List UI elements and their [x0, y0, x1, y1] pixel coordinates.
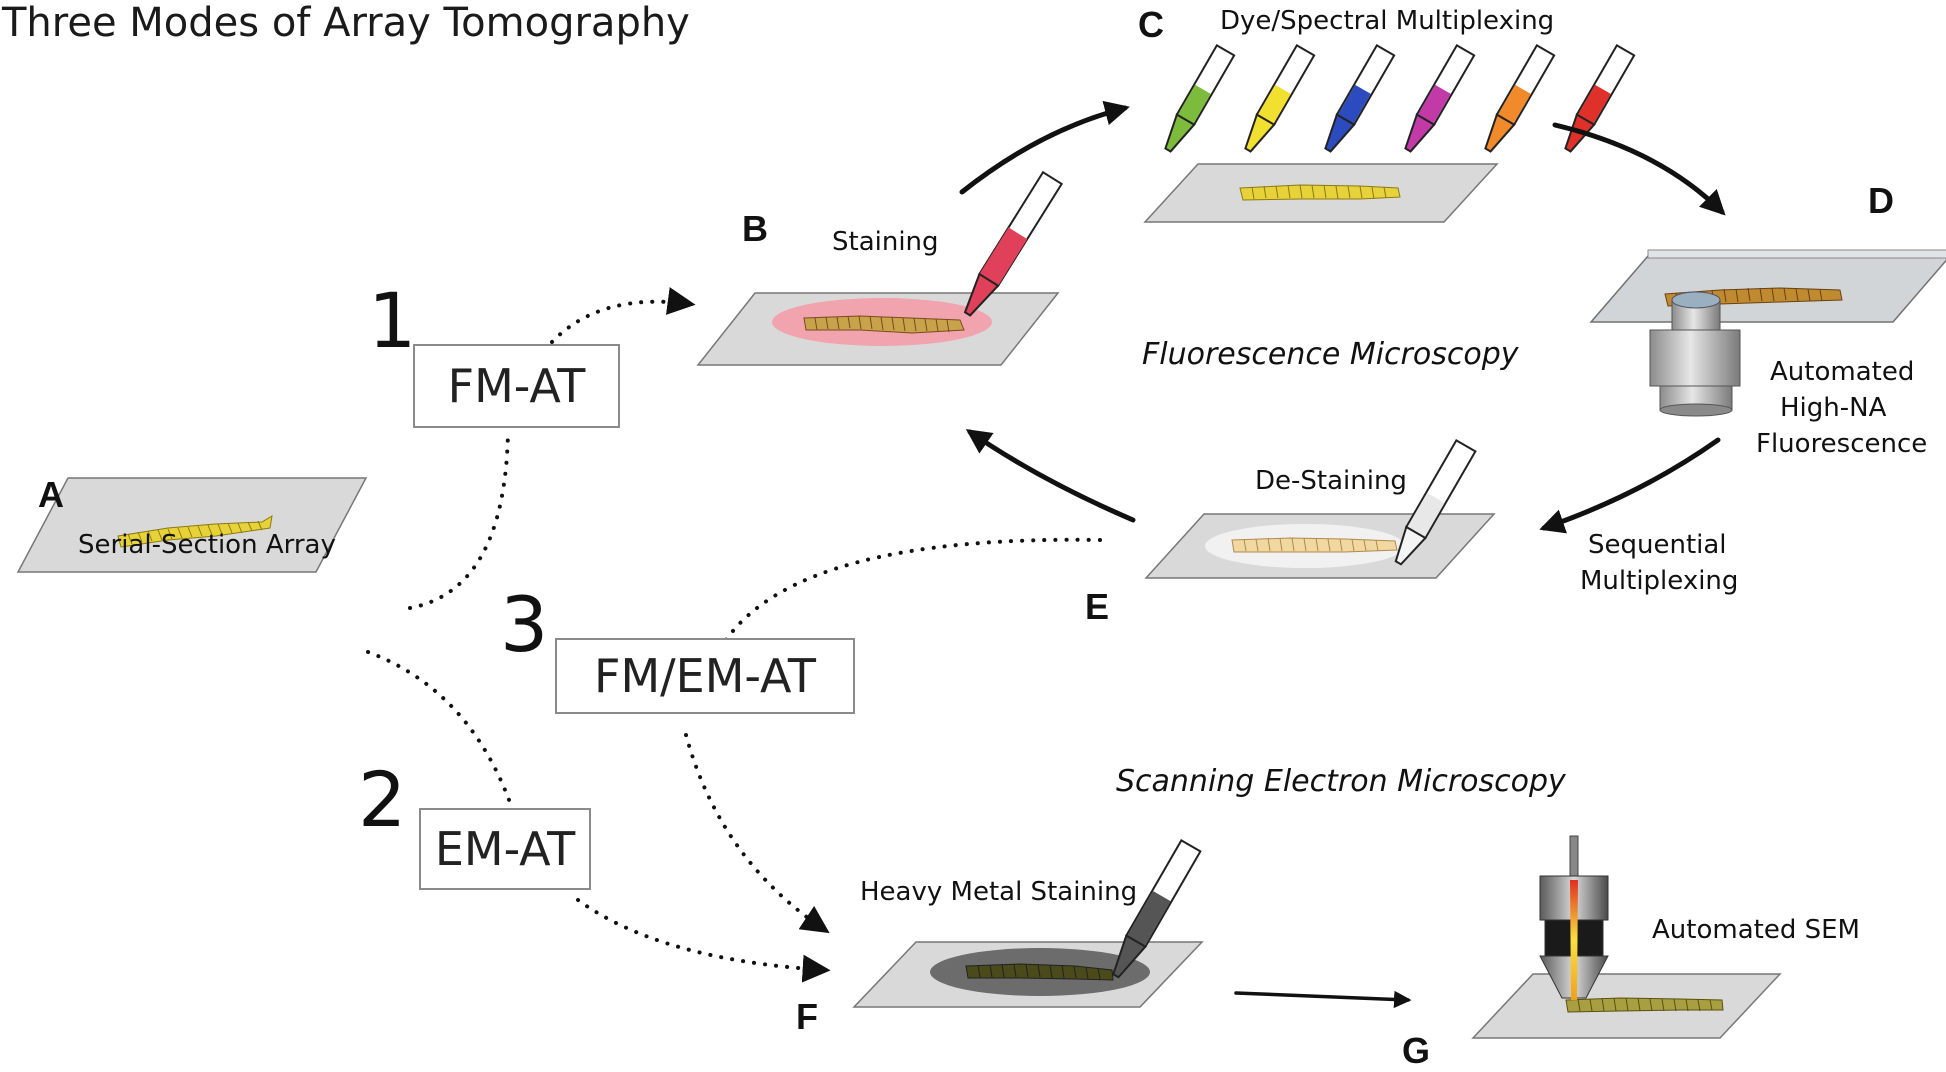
section-ribbon	[803, 315, 965, 334]
pipette-2	[1244, 44, 1316, 153]
mode-number-2: 2	[358, 755, 407, 844]
mode-number-3: 3	[500, 580, 549, 669]
panel-label-f: Heavy Metal Staining	[860, 877, 1138, 907]
slide-d	[1589, 249, 1946, 417]
ribbon-segments	[1251, 184, 1387, 200]
panel-label-g: Automated SEM	[1652, 915, 1860, 945]
panel-label-a: Serial-Section Array	[78, 530, 336, 560]
pipette-white	[1394, 438, 1477, 566]
panel-letter-d: D	[1868, 180, 1894, 221]
ribbon-segments	[127, 520, 263, 545]
path-a-to-mode2	[366, 650, 514, 810]
path-mode3-to-f	[684, 733, 830, 934]
ribbon-segments	[1577, 997, 1713, 1012]
sequential-line2: Multiplexing	[1580, 566, 1739, 596]
ribbon-segments	[1243, 537, 1379, 552]
panel-letter-c: C	[1138, 4, 1164, 45]
arrow-c-to-d	[1552, 122, 1726, 216]
mode-box-fm-em-at: FM/EM-AT	[555, 638, 855, 714]
path-a-to-mode1	[408, 430, 510, 610]
sem-column	[1539, 835, 1609, 1000]
ribbon-segments	[814, 315, 950, 333]
slide-top-edge	[1647, 249, 1946, 259]
pipette-5	[1484, 44, 1556, 153]
glass-slide	[16, 477, 368, 573]
solid-arrows	[959, 100, 1726, 1009]
arrow-d-to-e	[1539, 437, 1721, 534]
ribbon-segments	[977, 963, 1101, 980]
panel-label-c: Dye/Spectral Multiplexing	[1220, 6, 1555, 36]
section-ribbon	[1231, 537, 1398, 553]
pipette-1	[1164, 44, 1236, 153]
slide-c	[1143, 163, 1499, 223]
arrow-b-to-c	[959, 100, 1130, 195]
panel-letter-b: B	[742, 208, 768, 249]
panel-label-e: De-Staining	[1255, 466, 1407, 496]
panel-letter-g: G	[1402, 1030, 1431, 1071]
pipette-6	[1564, 44, 1636, 153]
arrow-f-to-g	[1234, 990, 1412, 1009]
microscope-objective	[1649, 291, 1741, 417]
path-mode1-to-b	[550, 287, 696, 344]
sequential-line1: Sequential	[1588, 530, 1727, 560]
panel-letter-f: F	[796, 996, 818, 1037]
section-fluorescence: Fluorescence Microscopy	[1142, 337, 1519, 372]
slide-b	[696, 170, 1064, 366]
pipette-4	[1404, 44, 1476, 153]
panel-label-d-line3: Fluorescence	[1756, 429, 1928, 459]
section-ribbon	[1565, 997, 1724, 1013]
mode-number-1: 1	[368, 276, 417, 365]
slide-f	[852, 838, 1204, 1008]
mode-box-fm-at: FM-AT	[413, 344, 620, 428]
section-ribbon	[117, 515, 273, 548]
section-sem: Scanning Electron Microscopy	[1116, 764, 1566, 799]
pipette-row	[1164, 44, 1636, 153]
mode-name-em-at: EM-AT	[434, 822, 576, 876]
mode-name-fm-em-at: FM/EM-AT	[594, 649, 816, 703]
pipette-grey	[1112, 838, 1202, 979]
panel-letter-e: E	[1085, 586, 1110, 627]
arrow-e-to-b	[965, 429, 1136, 523]
panel-label-d-line1: Automated	[1770, 357, 1915, 387]
mode-box-em-at: EM-AT	[419, 808, 591, 890]
slide-e	[1144, 438, 1496, 579]
pipette-red	[963, 170, 1064, 317]
pipette-3	[1324, 44, 1396, 153]
slide-g	[1471, 835, 1782, 1039]
slide-a	[16, 477, 368, 573]
mode-name-fm-at: FM-AT	[447, 359, 586, 413]
panel-label-d-line2: High-NA	[1780, 393, 1887, 423]
path-e-to-mode3	[724, 537, 1102, 642]
panel-letter-a: A	[38, 474, 64, 515]
path-mode2-to-f	[576, 898, 831, 983]
page-title: Three Modes of Array Tomography	[2, 0, 690, 46]
panel-label-b: Staining	[832, 227, 939, 257]
dotted-paths	[366, 287, 1102, 983]
